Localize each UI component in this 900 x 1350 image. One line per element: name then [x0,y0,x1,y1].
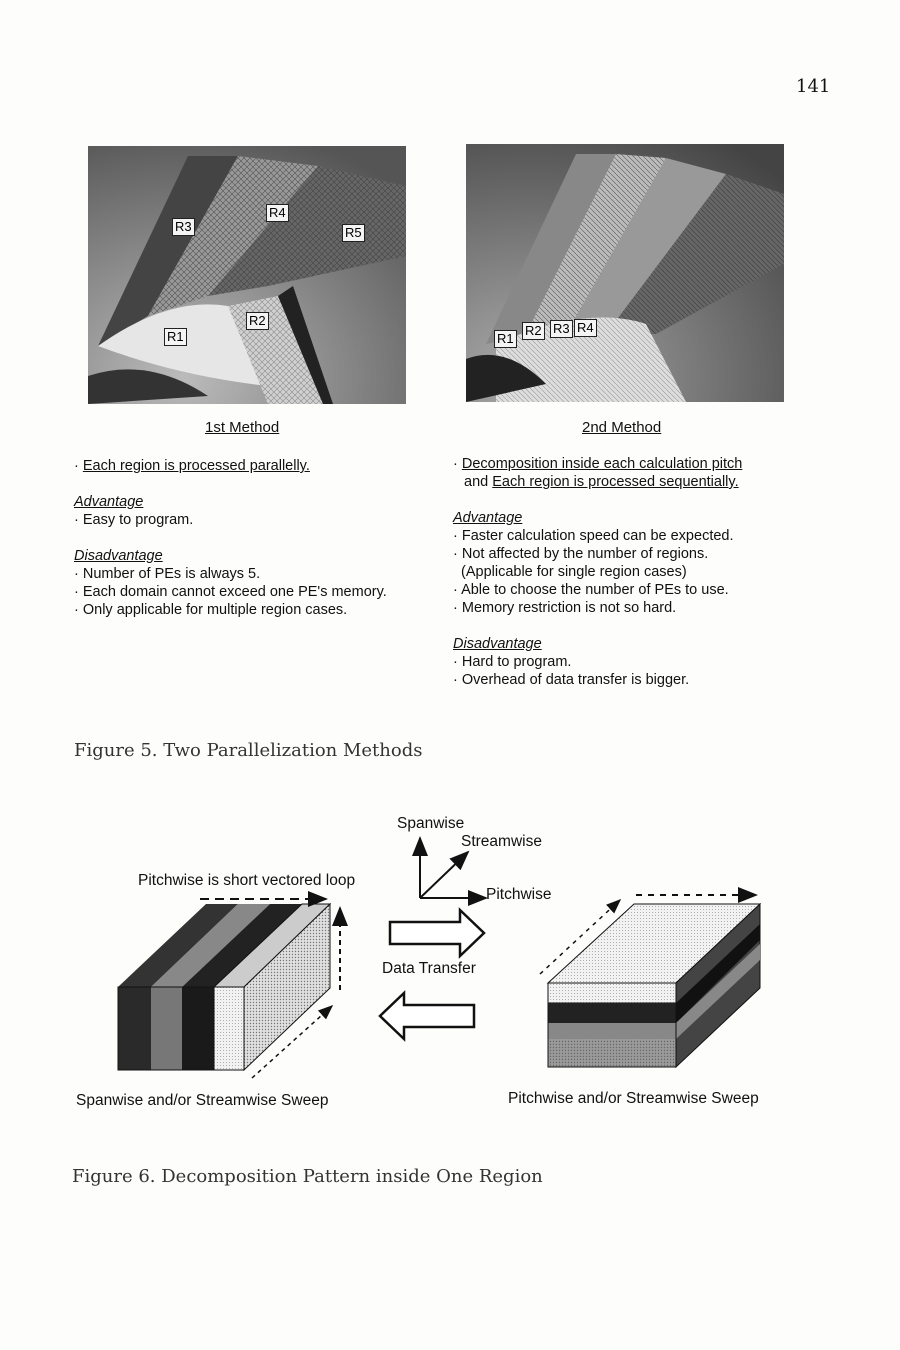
method1-description: · Each region is processed parallelly. A… [74,457,434,619]
region-label: R2 [246,312,269,330]
region-label: R3 [172,218,195,236]
method2-mesh-image: R1 R2 R3 R4 [466,144,784,402]
list-item: · Each domain cannot exceed one PE's mem… [74,583,434,601]
pitchwise-label: Pitchwise [486,886,551,904]
list-item: · Faster calculation speed can be expect… [453,527,813,545]
page-number: 141 [796,76,830,97]
method1-advantage-heading: Advantage [74,493,434,511]
figure5-caption: Figure 5. Two Parallelization Methods [74,740,422,761]
spanwise-sweep-block [118,904,330,1070]
streamwise-label: Streamwise [461,833,542,851]
figure6-caption: Figure 6. Decomposition Pattern inside O… [72,1166,543,1187]
list-item: · Only applicable for multiple region ca… [74,601,434,619]
spanwise-label: Spanwise [397,815,464,833]
region-label: R4 [266,204,289,222]
pitchwise-loop-note: Pitchwise is short vectored loop [138,872,355,890]
list-item: · Overhead of data transfer is bigger. [453,671,813,689]
method1-title: 1st Method [205,419,279,436]
decomposition-diagram [0,800,900,1110]
pitchwise-sweep-block [548,904,760,1067]
region-label: R1 [494,330,517,348]
method2-bullet: · Decomposition inside each calculation … [453,455,813,473]
region-label: R5 [342,224,365,242]
list-item: · Able to choose the number of PEs to us… [453,581,813,599]
list-item: · Hard to program. [453,653,813,671]
list-item: (Applicable for single region cases) [453,563,813,581]
list-item: · Easy to program. [74,511,434,529]
method1-bullet: · Each region is processed parallelly. [74,457,434,475]
region-label: R4 [574,319,597,337]
method1-disadvantage-heading: Disadvantage [74,547,434,565]
region-label: R3 [550,320,573,338]
method2-advantage-heading: Advantage [453,509,813,527]
method1-mesh-image: R3 R4 R5 R2 R1 [88,146,406,404]
region-label: R2 [522,322,545,340]
data-transfer-label: Data Transfer [382,960,476,978]
region-label: R1 [164,328,187,346]
method2-disadvantage-heading: Disadvantage [453,635,813,653]
left-sweep-caption: Spanwise and/or Streamwise Sweep [76,1092,328,1110]
right-sweep-caption: Pitchwise and/or Streamwise Sweep [508,1090,759,1108]
method2-title: 2nd Method [582,419,661,436]
method2-description: · Decomposition inside each calculation … [453,455,813,689]
list-item: · Number of PEs is always 5. [74,565,434,583]
list-item: · Memory restriction is not so hard. [453,599,813,617]
list-item: · Not affected by the number of regions. [453,545,813,563]
